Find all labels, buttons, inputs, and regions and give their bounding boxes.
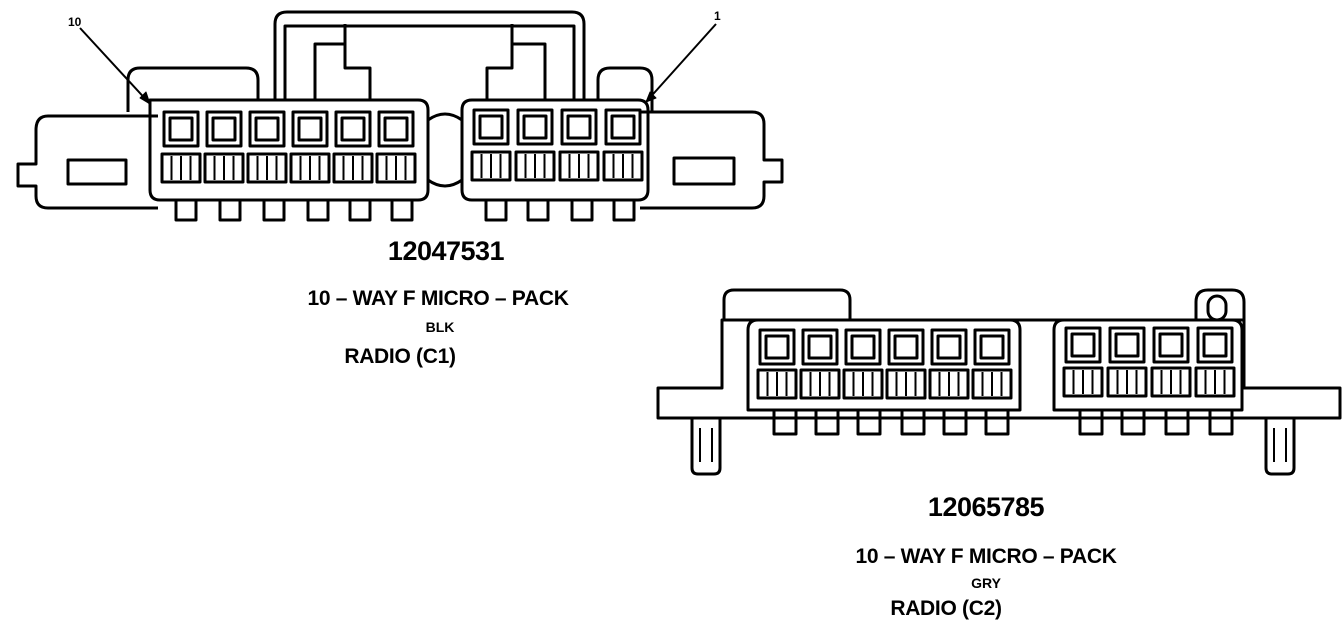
c1-cavity-inner	[383, 116, 409, 142]
c2-terminal	[842, 368, 884, 400]
c2-pin	[1120, 408, 1146, 436]
c1-cavity	[162, 110, 200, 148]
c1-pin	[526, 198, 550, 222]
connector-c2-drawing	[656, 288, 1342, 476]
c2-cavity	[1196, 326, 1234, 364]
c1-terminal	[375, 152, 417, 184]
pin-label-10: 10	[68, 15, 82, 29]
c2-terminal	[1194, 366, 1236, 398]
c1-color: BLK	[425, 319, 455, 335]
c1-pin	[612, 198, 636, 222]
c1-cavity-inner	[254, 116, 280, 142]
c2-cavity-inner	[936, 334, 962, 360]
c1-cavity	[472, 108, 510, 146]
c1-cavity-inner	[297, 116, 323, 142]
c2-cavity	[758, 328, 796, 366]
c2-cavity	[1064, 326, 1102, 364]
c2-terminal	[1106, 366, 1148, 398]
c1-cavity	[377, 110, 415, 148]
c2-terminal	[971, 368, 1013, 400]
c2-cavity	[1152, 326, 1190, 364]
c1-cavity	[205, 110, 243, 148]
c1-cavity	[334, 110, 372, 148]
c2-terminal	[1062, 366, 1104, 398]
c1-cavity-inner	[340, 116, 366, 142]
c2-pin	[1078, 408, 1104, 436]
c2-cavity-inner	[1114, 332, 1140, 358]
c2-terminal	[885, 368, 927, 400]
c1-name: RADIO (C1)	[344, 345, 456, 368]
c2-cavity-inner	[764, 334, 790, 360]
c1-terminal	[470, 150, 512, 182]
c2-pin	[900, 408, 926, 436]
c1-cavity	[291, 110, 329, 148]
c2-pin	[942, 408, 968, 436]
c1-cavity	[604, 108, 642, 146]
c1-terminal	[558, 150, 600, 182]
c2-pin	[856, 408, 882, 436]
connector-c1-drawing	[16, 10, 784, 222]
c2-cavity	[844, 328, 882, 366]
c1-part-number: 12047531	[387, 236, 505, 266]
c2-cavity	[887, 328, 925, 366]
c1-cavity	[248, 110, 286, 148]
c2-cavity-inner	[1070, 332, 1096, 358]
c1-terminal	[514, 150, 556, 182]
c2-cavity	[973, 328, 1011, 366]
c2-pin	[1164, 408, 1190, 436]
c2-cavity	[1108, 326, 1146, 364]
c1-cavity	[560, 108, 598, 146]
c1-cavity-inner	[610, 114, 636, 140]
c1-cavity-inner	[211, 116, 237, 142]
c2-pin	[814, 408, 840, 436]
c1-terminal	[246, 152, 288, 184]
c1-cavity-inner	[566, 114, 592, 140]
c2-connector-type: 10 – WAY F MICRO – PACK	[855, 545, 1117, 568]
c1-pin	[218, 198, 242, 222]
c1-terminal	[203, 152, 245, 184]
c2-pin	[1208, 408, 1234, 436]
c2-part-number: 12065785	[927, 492, 1045, 522]
c1-cavity-inner	[168, 116, 194, 142]
c2-pin	[984, 408, 1010, 436]
c2-terminal	[756, 368, 798, 400]
c1-pin	[174, 198, 198, 222]
c2-cavity	[930, 328, 968, 366]
c2-terminal	[1150, 366, 1192, 398]
c1-pin	[570, 198, 594, 222]
c2-cavity-inner	[850, 334, 876, 360]
c2-cavity-inner	[979, 334, 1005, 360]
c2-cavity-inner	[1158, 332, 1184, 358]
c1-terminal	[289, 152, 331, 184]
c1-cavity-inner	[478, 114, 504, 140]
c2-terminal	[799, 368, 841, 400]
c1-pin	[348, 198, 372, 222]
c1-connector-type: 10 – WAY F MICRO – PACK	[307, 287, 569, 310]
c2-name: RADIO (C2)	[890, 597, 1002, 620]
c2-cavity-inner	[893, 334, 919, 360]
c2-cavity	[801, 328, 839, 366]
c1-cavity	[516, 108, 554, 146]
c2-cavity-inner	[807, 334, 833, 360]
c1-pin	[484, 198, 508, 222]
c1-terminal	[332, 152, 374, 184]
c1-pin	[390, 198, 414, 222]
c2-terminal	[928, 368, 970, 400]
c2-cavity-inner	[1202, 332, 1228, 358]
c1-pin	[306, 198, 330, 222]
c1-pin	[262, 198, 286, 222]
c1-cavity-inner	[522, 114, 548, 140]
c2-pin	[772, 408, 798, 436]
c2-color: GRY	[971, 575, 1001, 591]
pin-label-1: 1	[714, 9, 721, 23]
c1-terminal	[160, 152, 202, 184]
c1-terminal	[602, 150, 644, 182]
